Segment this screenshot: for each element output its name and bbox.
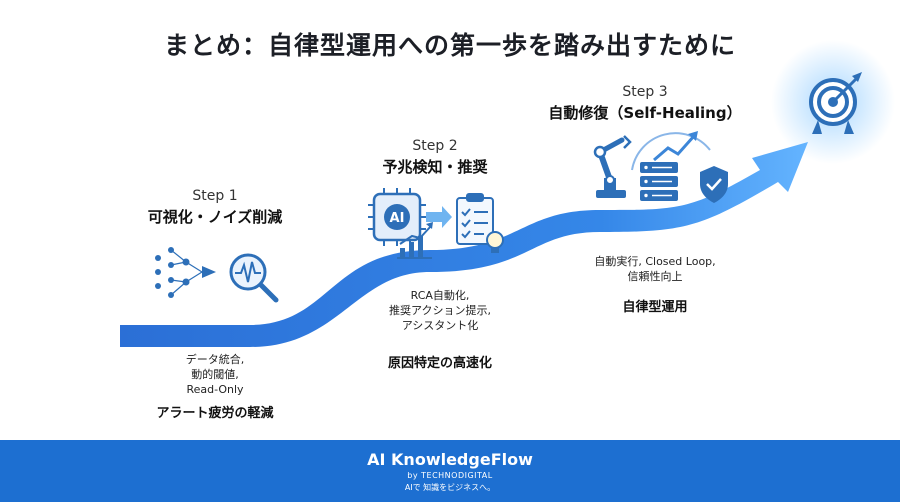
target-icon	[809, 72, 862, 134]
journey-ribbon	[120, 142, 808, 347]
step-3-desc-line: 信頼性向上	[627, 270, 683, 283]
step-2-outcome: 原因特定の高速化	[387, 356, 492, 371]
footer-tagline: AIで 知識をビジネスへ。	[404, 483, 496, 492]
step-2-desc-line: アシスタント化	[401, 319, 479, 332]
footer-brand: AI KnowledgeFlow	[367, 450, 533, 469]
step-2-desc-line: RCA自動化,	[410, 289, 470, 302]
step-3-number: Step 3	[622, 84, 668, 100]
magnifier-waveform-icon	[229, 253, 279, 303]
step-1-desc-line: Read-Only	[186, 383, 244, 396]
step-2-desc-line: 推奨アクション提示,	[389, 304, 491, 317]
server-stack-icon	[640, 162, 678, 201]
step-1-description: データ統合, 動的閾値, Read-Only	[145, 352, 285, 397]
checklist-icon	[456, 193, 494, 245]
footer-byline: by TECHNODIGITAL	[407, 471, 493, 480]
ai-chip-icon: AI	[368, 188, 426, 246]
data-funnel-icon	[155, 247, 216, 298]
step-3-header: Step 3 自動修復（Self-Healing）	[545, 84, 745, 123]
lightbulb-icon	[486, 231, 504, 253]
step-1-desc-line: データ統合,	[185, 353, 245, 366]
process-arrow-icon	[426, 206, 452, 228]
step-1-desc-line: 動的閾値,	[191, 368, 239, 381]
step-1-outcome: アラート疲労の軽減	[156, 406, 274, 421]
footer-banner: AI KnowledgeFlow by TECHNODIGITAL AIで 知識…	[0, 440, 900, 502]
journey-diagram: AI	[120, 40, 895, 347]
step-1-name: 可視化・ノイズ削減	[147, 208, 283, 226]
robot-arm-icon	[593, 135, 632, 198]
step-3-outcome: 自律型運用	[622, 300, 688, 315]
trend-arrow-icon	[631, 131, 711, 171]
ai-chip-label: AI	[390, 211, 405, 226]
step-3-description: 自動実行, Closed Loop, 信頼性向上	[570, 254, 740, 284]
step-2-description: RCA自動化, 推奨アクション提示, アシスタント化	[365, 288, 515, 333]
step-2-number: Step 2	[412, 138, 458, 154]
step-3-desc-line: 自動実行, Closed Loop,	[594, 255, 716, 268]
step-2-header: Step 2 予兆検知・推奨	[355, 138, 515, 177]
page-title: まとめ：自律型運用への第一歩を踏み出すために	[163, 31, 736, 60]
shield-check-icon	[700, 166, 728, 203]
step-3-name: 自動修復（Self-Healing）	[548, 104, 742, 122]
growth-chart-icon	[397, 222, 433, 259]
step-1-number: Step 1	[192, 188, 238, 204]
step-1-header: Step 1 可視化・ノイズ削減	[140, 188, 290, 227]
step-2-name: 予兆検知・推奨	[382, 158, 488, 176]
